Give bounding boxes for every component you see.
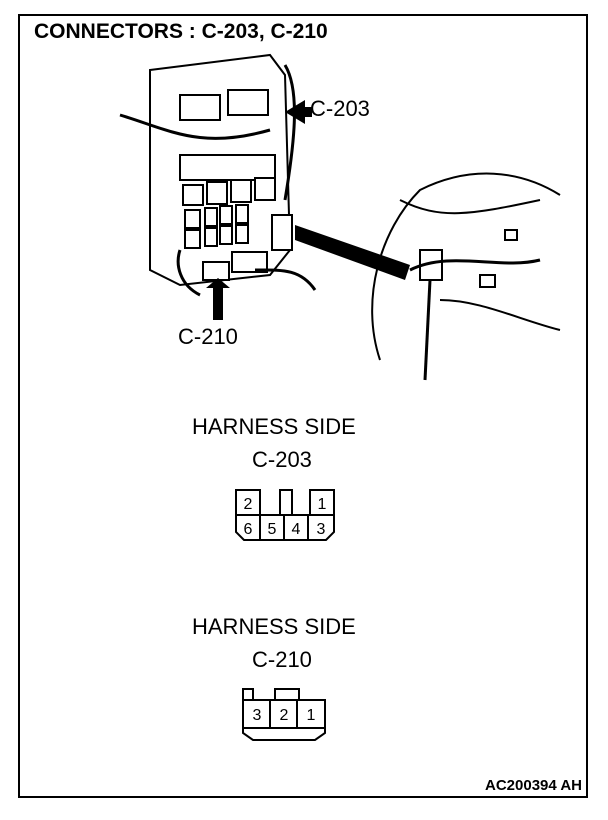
connector-c210-face <box>242 688 326 741</box>
pointer-wedge <box>295 225 410 280</box>
pin-label: 2 <box>244 496 253 513</box>
pin-label: 2 <box>280 707 289 724</box>
diagram-title: CONNECTORS : C-203, C-210 <box>34 20 328 43</box>
connector-heading: HARNESS SIDE <box>192 614 356 639</box>
connector-c203-face <box>235 489 335 541</box>
pin-label: 4 <box>292 521 301 538</box>
pin-label: 6 <box>244 521 253 538</box>
pin-label: 1 <box>318 496 327 513</box>
connector-name: C-210 <box>252 647 312 672</box>
connector-heading: HARNESS SIDE <box>192 414 356 439</box>
callout-c203: C-203 <box>310 96 370 121</box>
callout-c210: C-210 <box>178 324 238 349</box>
pin-label: 1 <box>307 707 316 724</box>
pin-label: 3 <box>253 707 262 724</box>
arrow-c210 <box>206 278 230 320</box>
wire-harness <box>119 64 317 297</box>
pin-label: 3 <box>317 521 326 538</box>
diagram-frame <box>18 14 588 798</box>
figure-code: AC200394 AH <box>485 777 582 794</box>
junction-block <box>149 53 293 287</box>
pin-label: 5 <box>268 521 277 538</box>
dashboard-view <box>371 172 561 381</box>
arrow-c203 <box>285 100 312 124</box>
connector-name: C-203 <box>252 447 312 472</box>
